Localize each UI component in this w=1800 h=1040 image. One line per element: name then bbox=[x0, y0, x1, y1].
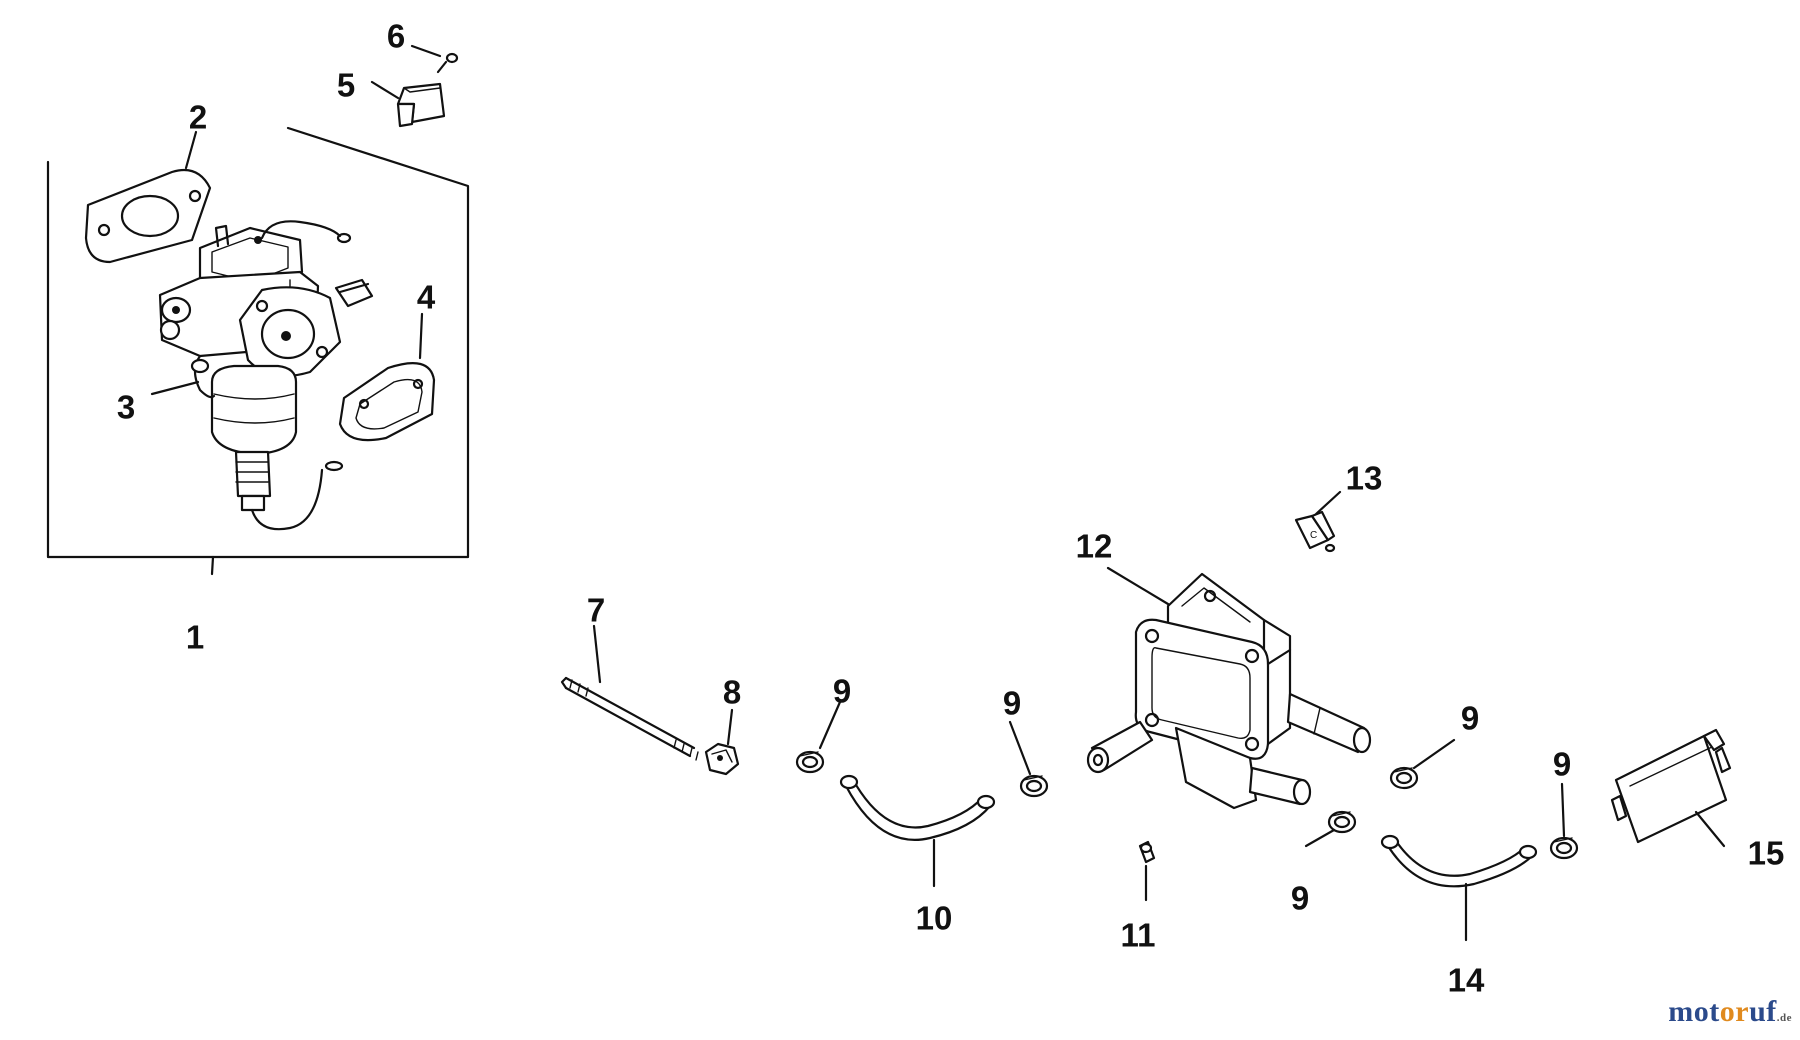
callout-7: 7 bbox=[586, 591, 606, 629]
callout-14: 14 bbox=[1447, 961, 1485, 999]
callout-6: 6 bbox=[386, 17, 406, 55]
svg-text:C: C bbox=[1310, 530, 1317, 541]
flange-gasket-part bbox=[338, 362, 436, 442]
screw-part bbox=[436, 52, 459, 74]
hose-clamp-5 bbox=[1549, 836, 1579, 860]
callout-9b: 9 bbox=[1002, 684, 1022, 722]
callout-10: 10 bbox=[915, 899, 953, 937]
callout-12: 12 bbox=[1075, 527, 1113, 565]
fuel-pump-clip-part: C bbox=[1294, 510, 1336, 553]
watermark-logo: motoruf.de bbox=[1668, 995, 1792, 1028]
hose-clamp-3 bbox=[1389, 766, 1419, 790]
callout-11: 11 bbox=[1120, 916, 1156, 954]
callout-8: 8 bbox=[722, 673, 742, 711]
carburetor-part bbox=[158, 220, 374, 531]
fuel-hose-part bbox=[839, 774, 996, 841]
carburetor-gasket-part bbox=[84, 168, 212, 264]
assembly-bracket bbox=[46, 126, 470, 559]
callout-9d: 9 bbox=[1290, 879, 1310, 917]
leader-lines bbox=[150, 44, 1726, 942]
callout-9e: 9 bbox=[1552, 745, 1572, 783]
callout-13: 13 bbox=[1345, 459, 1383, 497]
callout-9c: 9 bbox=[1460, 699, 1480, 737]
callout-5: 5 bbox=[336, 66, 356, 104]
fuel-pump-part bbox=[1086, 572, 1372, 810]
fitting-part bbox=[1138, 840, 1156, 864]
callout-3: 3 bbox=[116, 388, 136, 426]
callout-2: 2 bbox=[188, 98, 208, 136]
clip-bracket-part bbox=[396, 82, 446, 128]
fuel-hose-2-part bbox=[1380, 834, 1538, 888]
callout-15: 15 bbox=[1747, 834, 1785, 872]
nut-part bbox=[704, 742, 740, 776]
stud-bolt-part bbox=[560, 676, 699, 761]
hose-clamp-2 bbox=[1019, 774, 1049, 798]
fuel-filter-part bbox=[1610, 728, 1732, 844]
hose-clamp-4 bbox=[1327, 810, 1357, 834]
callout-4: 4 bbox=[416, 278, 436, 316]
callout-1: 1 bbox=[185, 618, 205, 656]
callout-9a: 9 bbox=[832, 672, 852, 710]
hose-clamp-1 bbox=[795, 750, 825, 774]
